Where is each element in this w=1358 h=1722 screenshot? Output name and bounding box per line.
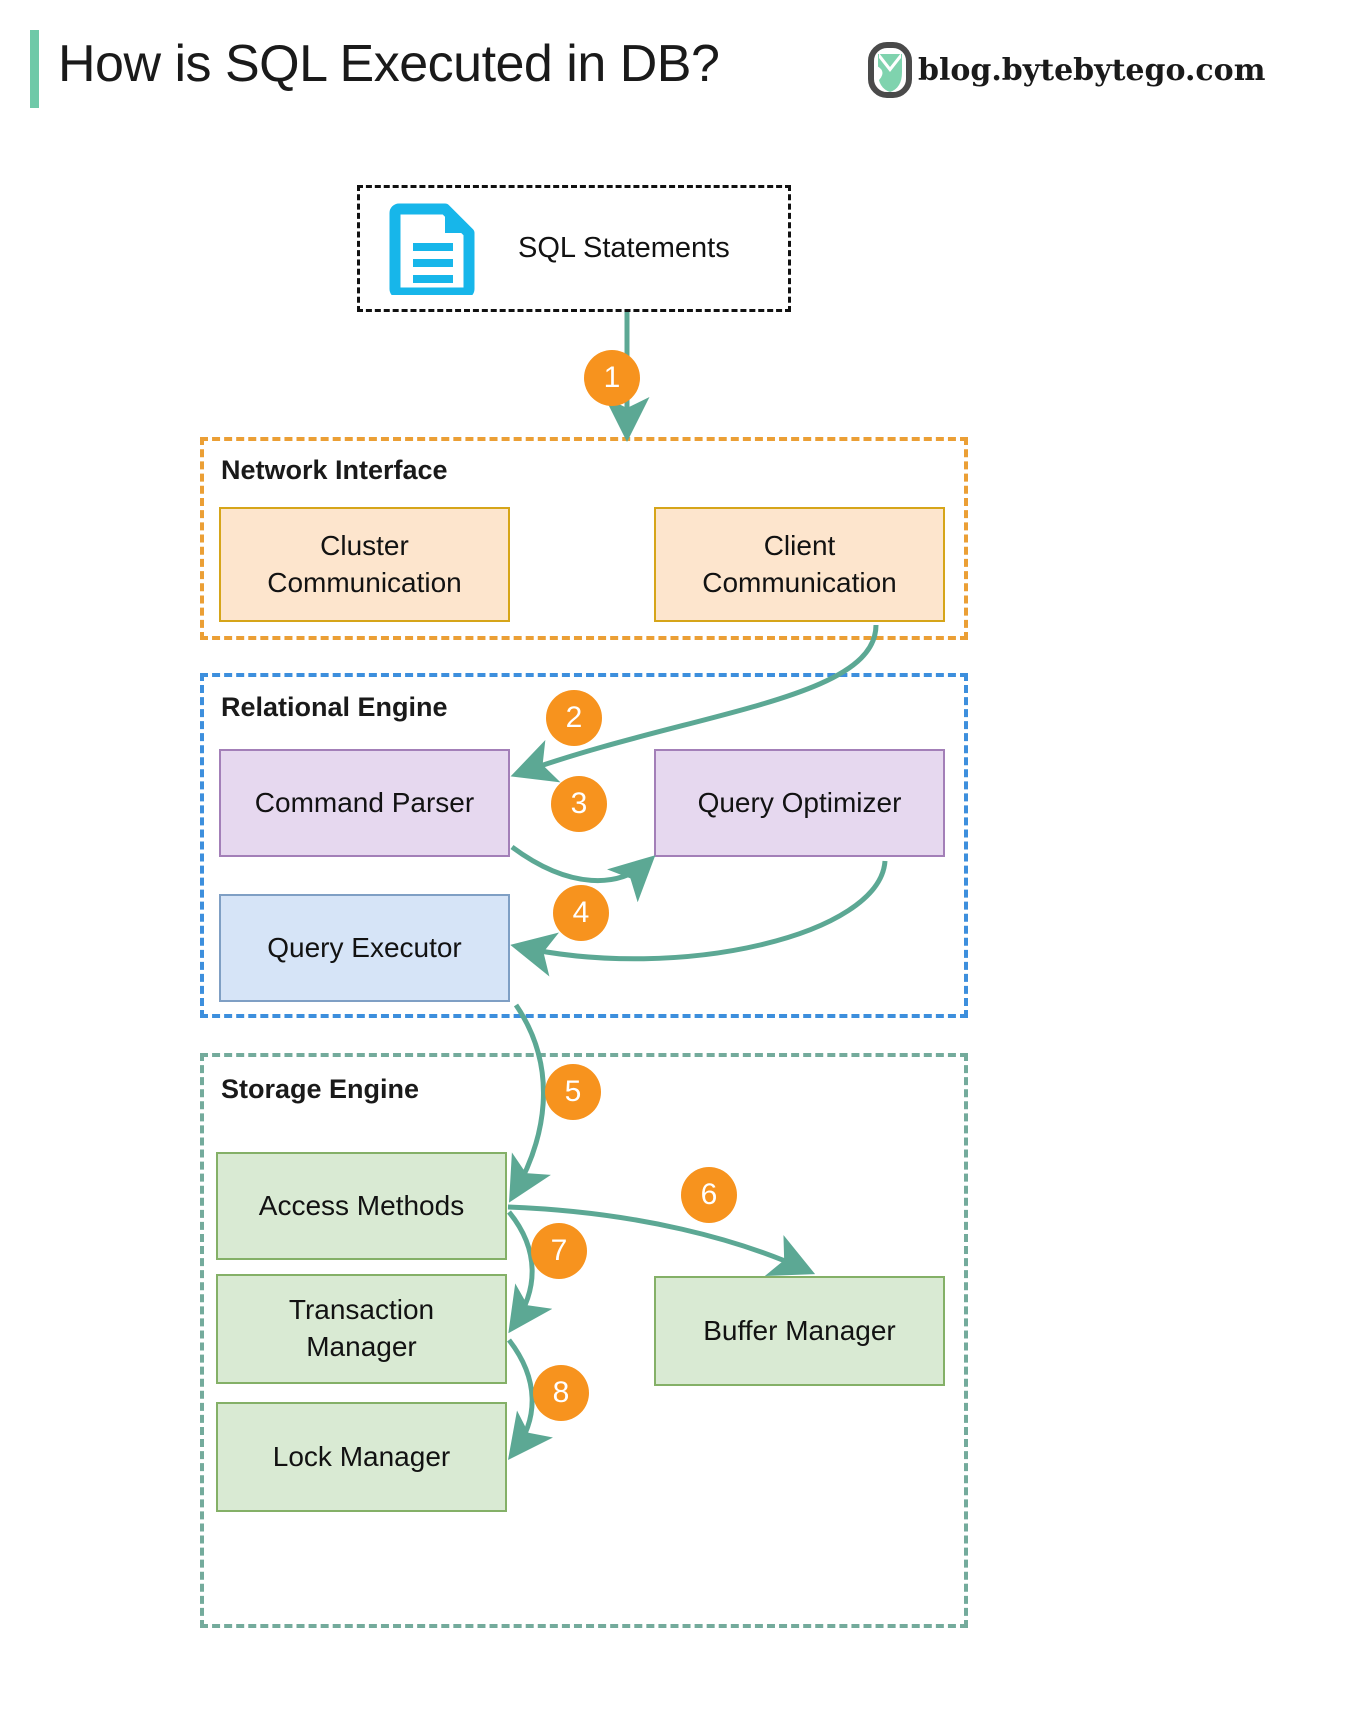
section-storage-engine	[200, 1053, 968, 1628]
node-label: Transaction Manager	[288, 1294, 435, 1362]
node-command-parser[interactable]: Command Parser	[219, 749, 510, 857]
title-accent-bar	[30, 30, 39, 108]
bytebytego-logo-icon	[868, 42, 912, 98]
node-label: Query Optimizer	[697, 786, 902, 818]
step-number: 8	[552, 1376, 570, 1409]
step-badge-7: 7	[531, 1223, 587, 1279]
step-number: 1	[603, 361, 621, 394]
step-badge-1: 1	[584, 350, 640, 406]
sql-statements-label: SQL Statements	[518, 232, 730, 264]
step-number: 7	[550, 1234, 568, 1267]
node-transaction-manager[interactable]: Transaction Manager	[216, 1274, 507, 1384]
brand: blog.bytebytego.com	[868, 42, 1265, 98]
step-badge-5: 5	[545, 1064, 601, 1120]
step-badge-6: 6	[681, 1167, 737, 1223]
node-label: Buffer Manager	[703, 1314, 896, 1346]
step-badge-3: 3	[551, 776, 607, 832]
node-label: Command Parser	[254, 786, 475, 818]
node-lock-manager[interactable]: Lock Manager	[216, 1402, 507, 1512]
node-access-methods[interactable]: Access Methods	[216, 1152, 507, 1260]
document-icon	[389, 203, 475, 295]
node-label: Cluster Communication	[267, 529, 462, 598]
step-number: 5	[564, 1075, 582, 1108]
section-title-relational-engine: Relational Engine	[221, 692, 448, 722]
node-label: Query Executor	[267, 931, 462, 963]
sql-statements-container	[357, 185, 791, 312]
page-title: How is SQL Executed in DB?	[58, 35, 720, 93]
step-badge-2: 2	[546, 690, 602, 746]
step-number: 3	[570, 787, 588, 820]
node-label: Access Methods	[258, 1189, 465, 1221]
brand-text: blog.bytebytego.com	[918, 52, 1266, 88]
node-query-optimizer[interactable]: Query Optimizer	[654, 749, 945, 857]
node-client-communication[interactable]: Client Communication	[654, 507, 945, 622]
node-buffer-manager[interactable]: Buffer Manager	[654, 1276, 945, 1386]
node-label: Client Communication	[702, 529, 897, 598]
step-number: 4	[572, 896, 590, 929]
step-badge-8: 8	[533, 1365, 589, 1421]
node-query-executor[interactable]: Query Executor	[219, 894, 510, 1002]
step-number: 6	[700, 1178, 718, 1211]
node-label: Lock Manager	[272, 1440, 451, 1472]
section-title-storage-engine: Storage Engine	[221, 1074, 420, 1104]
step-badge-4: 4	[553, 885, 609, 941]
node-cluster-communication[interactable]: Cluster Communication	[219, 507, 510, 622]
step-number: 2	[565, 701, 583, 734]
section-title-network-interface: Network Interface	[221, 455, 448, 485]
